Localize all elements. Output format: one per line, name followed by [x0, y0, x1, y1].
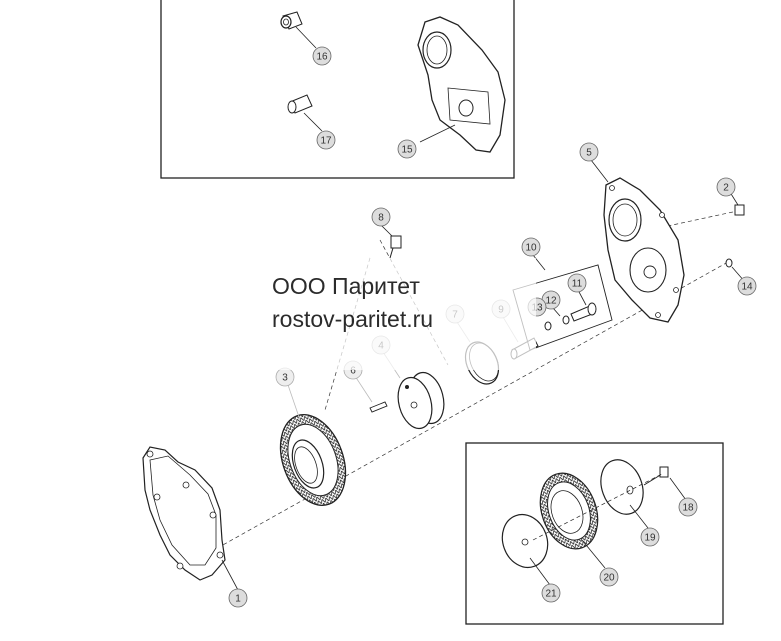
part-3-gear	[279, 381, 347, 506]
part-1-gasket	[142, 446, 239, 591]
svg-text:11: 11	[572, 279, 583, 290]
inset-box-top	[160, 0, 515, 179]
svg-text:17: 17	[320, 136, 332, 147]
svg-text:15: 15	[401, 145, 413, 156]
svg-text:16: 16	[316, 52, 328, 63]
callout-21: 21	[541, 583, 561, 603]
svg-text:20: 20	[603, 573, 615, 584]
part-16-bushing	[280, 11, 317, 49]
svg-text:6: 6	[350, 366, 356, 377]
callout-11: 11	[567, 273, 587, 293]
part-4-hub-disc	[382, 351, 445, 430]
part-17-sleeve	[287, 94, 323, 132]
svg-text:12: 12	[545, 296, 557, 307]
callout-18: 18	[678, 497, 698, 517]
callout-8: 8	[371, 207, 391, 227]
watermark: ООО Паритет rostov-paritet.ru	[272, 270, 433, 336]
svg-text:10: 10	[525, 243, 537, 254]
svg-text:2: 2	[723, 183, 729, 194]
callout-17: 17	[316, 130, 336, 150]
callout-2: 2	[716, 177, 736, 197]
part-20-gear	[539, 472, 606, 569]
callout-5: 5	[579, 142, 599, 162]
part-5-cover-plate	[590, 159, 685, 323]
svg-text:5: 5	[586, 148, 592, 159]
svg-text:14: 14	[741, 282, 753, 293]
part-15-cover-plate	[417, 16, 506, 153]
svg-text:21: 21	[545, 589, 557, 600]
part-19-disc	[600, 459, 649, 529]
callout-19: 19	[640, 527, 660, 547]
svg-text:19: 19	[644, 533, 656, 544]
part-8-bolt	[380, 224, 402, 259]
svg-text:1: 1	[235, 594, 241, 605]
part-21-disc	[501, 513, 551, 586]
svg-text:3: 3	[282, 373, 288, 384]
callout-14: 14	[737, 276, 757, 296]
inset-box-bottom	[465, 442, 724, 625]
callout-3: 3	[275, 367, 295, 387]
callout-10: 10	[521, 237, 541, 257]
callout-16: 16	[312, 46, 332, 66]
part-18-bolt	[532, 466, 687, 541]
svg-text:13: 13	[531, 303, 543, 314]
part-6-pin	[354, 375, 388, 413]
watermark-website: rostov-paritet.ru	[272, 306, 434, 332]
svg-text:18: 18	[682, 503, 694, 514]
watermark-backdrop	[246, 258, 536, 370]
watermark-company: ООО Паритет	[272, 273, 420, 299]
callout-20: 20	[599, 567, 619, 587]
callout-15: 15	[397, 139, 417, 159]
svg-text:8: 8	[378, 213, 384, 224]
callout-1: 1	[228, 588, 248, 608]
